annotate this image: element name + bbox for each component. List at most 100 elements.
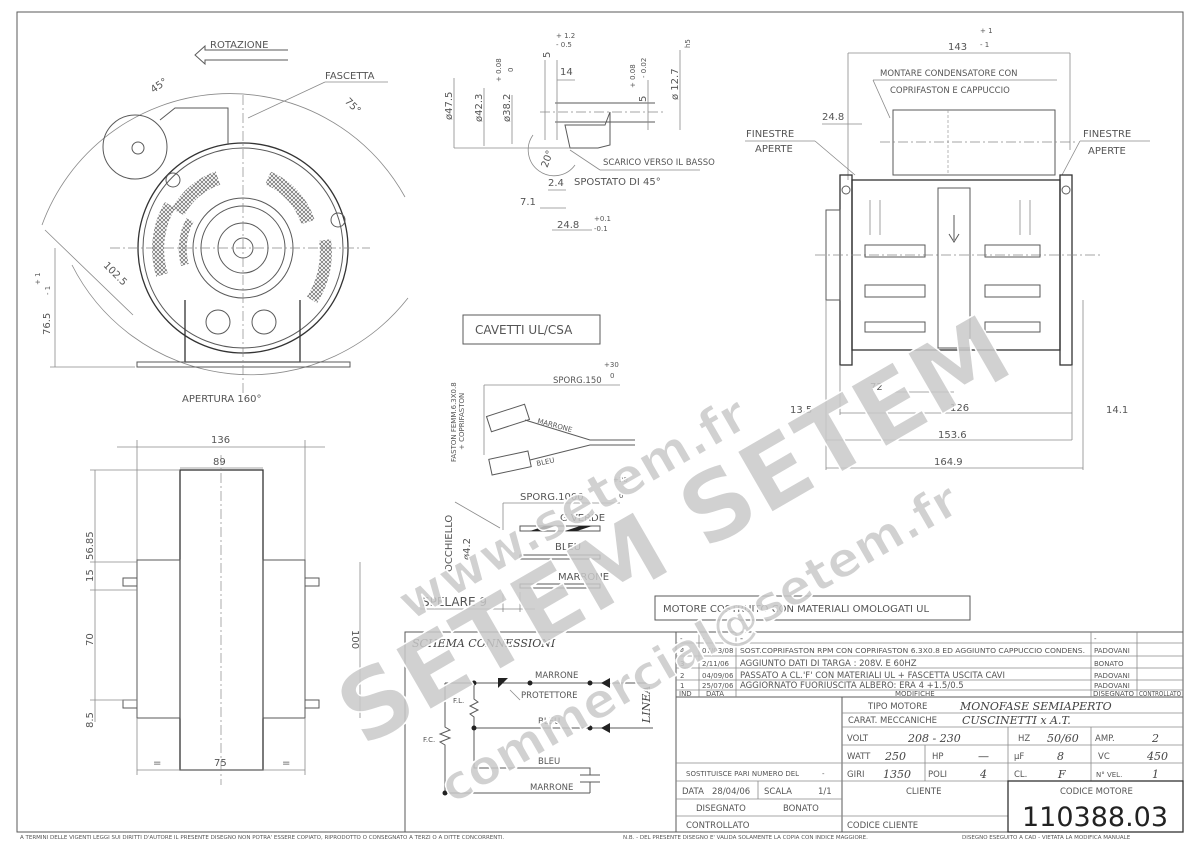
cable-bleu: BLEU xyxy=(536,456,556,468)
schema-fl: F.L. xyxy=(453,697,464,705)
schema-protettore: PROTETTORE xyxy=(521,691,578,701)
dim-76-5: 76.5 xyxy=(42,313,53,335)
rotation-arrow-icon xyxy=(194,44,288,66)
data-label: DATA xyxy=(682,787,704,797)
revision-cell: - xyxy=(1094,635,1097,643)
cables-title-box xyxy=(462,314,601,345)
cable-marrone: MARRONE xyxy=(536,417,573,434)
revision-cell: PADOVANI xyxy=(1094,672,1130,680)
dim-100: 100 xyxy=(349,630,360,649)
ul-note-box xyxy=(654,595,971,621)
volt-label: VOLT xyxy=(847,734,869,744)
rotation-label: ROTAZIONE xyxy=(210,40,268,51)
poli-value: 4 xyxy=(979,768,987,781)
revision-cell: AGGIUNTO DATI DI TARGA : 208V. E 60HZ xyxy=(740,659,917,669)
hp-label: HP xyxy=(932,752,944,762)
schema-linea: LINEA xyxy=(640,686,653,724)
dim-2-4: 2.4 xyxy=(548,178,564,189)
capacitor xyxy=(892,109,1056,176)
cliente-label: CLIENTE xyxy=(906,787,941,797)
dim-5-tol-plus: + 1.2 xyxy=(556,32,575,40)
dim-14-1: 14.1 xyxy=(1106,405,1128,416)
codice-cliente-label: CODICE CLIENTE xyxy=(847,821,918,831)
hp-value: — xyxy=(978,750,989,763)
front-view: ROTAZIONE FASCETTA 45° 75° 102.5 76 xyxy=(34,40,409,405)
poli-label: POLI xyxy=(928,770,947,780)
dim-24-8-side: 24.8 xyxy=(822,112,844,123)
scarico-note-1: SCARICO VERSO IL BASSO xyxy=(603,158,715,168)
angle-20: 20° xyxy=(540,149,556,169)
revision-cell: - xyxy=(702,635,705,643)
motor-body xyxy=(851,179,1061,351)
revision-cell: AGGIORNATO FUORIUSCITA ALBERO: ERA 4 +1.… xyxy=(740,681,964,691)
scala-value: 1/1 xyxy=(818,787,832,797)
dim-13-5: 13.5 xyxy=(790,405,812,416)
dim-153-6: 153.6 xyxy=(938,430,967,441)
footer-cad: DISEGNO ESEGUITO A CAD - VIETATA LA MODI… xyxy=(962,835,1131,841)
finestre-right-1: FINESTRE xyxy=(1083,129,1131,140)
dim-flat-tol-minus: - 0.02 xyxy=(640,58,648,78)
revision-cell: PASSATO A CL.'F' CON MATERIALI UL + FASC… xyxy=(740,671,1005,681)
schema-fc: F.C. xyxy=(423,736,435,744)
rev-header-modifiche: MODIFICHE xyxy=(895,690,935,698)
disegnato-value: BONATO xyxy=(783,804,819,814)
sostituisce-label: SOSTITUISCE PARI NUMERO DEL xyxy=(686,770,799,778)
dim-d47-5: ø47.5 xyxy=(444,92,455,120)
dim-5-tol-minus: - 0.5 xyxy=(556,41,572,49)
occhiello-label: OCCHIELLO xyxy=(444,515,455,572)
dim-d38-tol-zero: 0 xyxy=(507,68,515,72)
dim-flat-5: 5 xyxy=(638,96,649,102)
watt-value: 250 xyxy=(884,750,906,763)
schema-bleu-low: BLEU xyxy=(538,757,560,767)
dim-14: 14 xyxy=(560,67,573,78)
finestre-left-1: FINESTRE xyxy=(746,129,794,140)
revision-cell: - xyxy=(680,635,683,643)
controllato-label: CONTROLLATO xyxy=(686,821,750,831)
dim-89: 89 xyxy=(213,457,226,468)
revision-cell: SOST.COPRIFASTON RPM CON COPRIFASTON 6.3… xyxy=(740,647,1085,655)
giri-value: 1350 xyxy=(883,768,911,781)
codice-motore-label: CODICE MOTORE xyxy=(1060,787,1133,797)
revision-cell: 1 xyxy=(680,682,684,690)
protector-icon xyxy=(498,678,508,688)
footer-nb: N.B. - DEL PRESENTE DISEGNO E' VALIDA SO… xyxy=(623,835,868,841)
revision-cell: 4 xyxy=(680,647,685,655)
schema-marrone-low: MARRONE xyxy=(530,783,573,793)
dim-76-5-tol-plus: + 1 xyxy=(34,272,42,285)
amp-value: 2 xyxy=(1151,732,1159,745)
tipo-motore-value: MONOFASE SEMIAPERTO xyxy=(959,700,1112,713)
dim-d38-2: ø38.2 xyxy=(502,94,513,122)
schema-title: SCHEMA CONNESSIONI xyxy=(412,637,556,650)
revision-cell: 25/07/06 xyxy=(702,682,734,690)
dim-56-85: 56.85 xyxy=(85,531,96,560)
watt-label: WATT xyxy=(847,752,871,762)
dim-102-5: 102.5 xyxy=(101,260,129,288)
sporg-150-tol-zero: 0 xyxy=(610,372,614,380)
cap-note-2: COPRIFASTON E CAPPUCCIO xyxy=(890,86,1010,96)
dim-143: 143 xyxy=(948,42,967,53)
sporg-1000-tol-plus: +30 xyxy=(613,476,628,484)
nvel-label: N° VEL. xyxy=(1096,771,1122,779)
rev-header-data: DATA xyxy=(706,690,724,698)
dim-5: 5 xyxy=(542,52,553,58)
dim-7-1: 7.1 xyxy=(520,197,536,208)
hz-value: 50/60 xyxy=(1047,732,1079,745)
shaft-detail: ø47.5 ø42.3 ø38.2 + 0.08 0 5 + 1.2 - 0.5… xyxy=(444,32,715,233)
ul-note: MOTORE COSTRUITO CON MATERIALI OMOLOGATI… xyxy=(663,604,930,615)
dim-24-8-tol-plus: +0.1 xyxy=(594,215,611,223)
dim-d38-tol-plus: + 0.08 xyxy=(495,58,503,82)
revision-cell: 2 xyxy=(680,672,684,680)
sporg-150: SPORG.150 xyxy=(553,376,602,386)
cables-title: CAVETTI UL/CSA xyxy=(475,323,573,337)
revision-cell: 2/11/06 xyxy=(702,660,730,668)
dim-143-tol-minus: - 1 xyxy=(980,41,989,49)
dim-143-tol-plus: + 1 xyxy=(980,27,993,35)
revision-cell: - xyxy=(740,634,743,644)
occhiello-dim: ø4.2 xyxy=(462,538,473,560)
dim-24-8-tol-minus: -0.1 xyxy=(594,225,608,233)
rev-header-disegnato: DISEGNATO xyxy=(1093,690,1135,698)
scarico-note-2: SPOSTATO DI 45° xyxy=(574,177,661,188)
giri-label: GIRI xyxy=(847,770,865,780)
